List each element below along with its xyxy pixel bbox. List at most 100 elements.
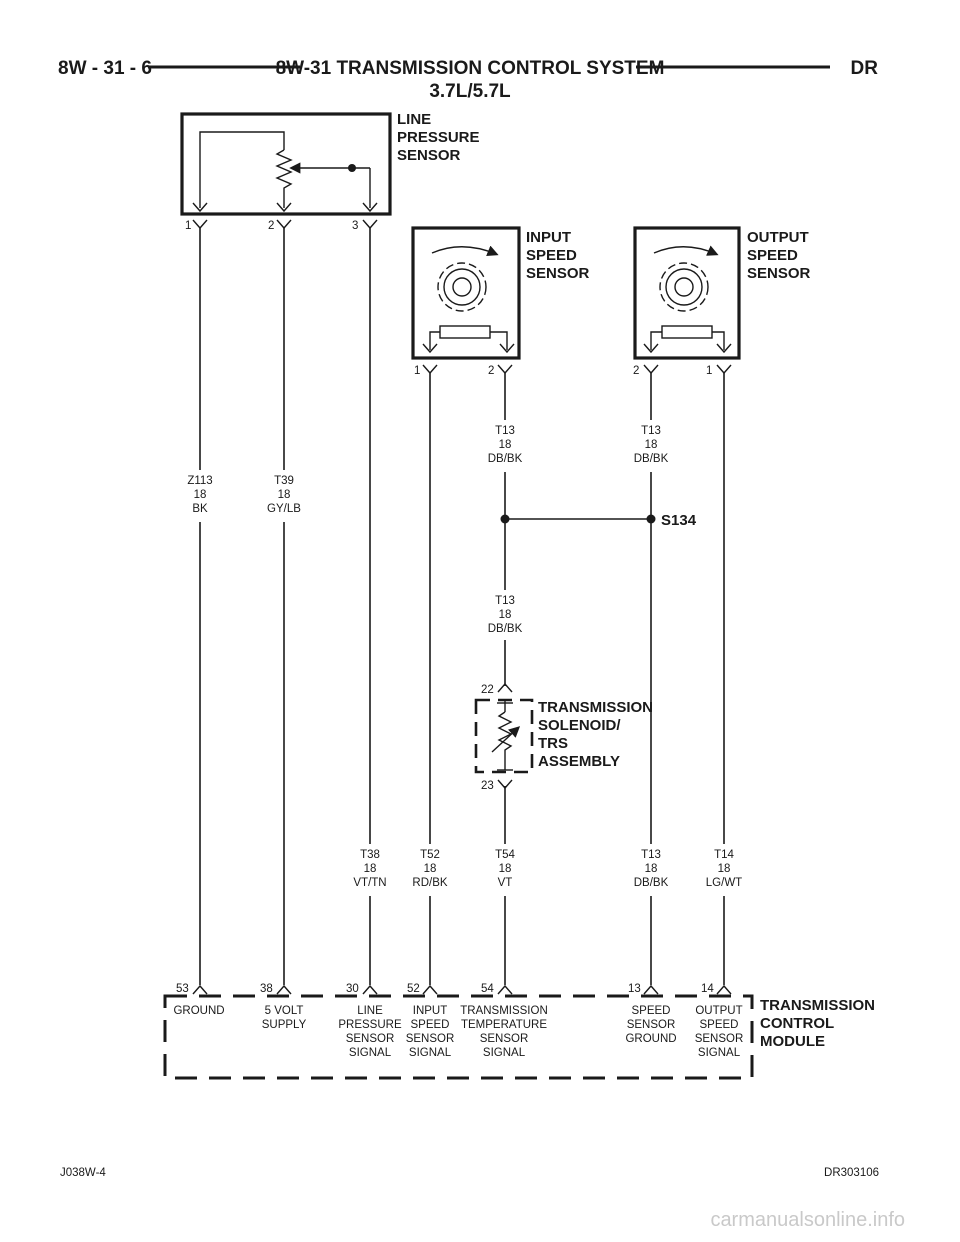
wire-t38-color: VT/TN (353, 877, 386, 889)
wire-t13-tcm-color: DB/BK (634, 877, 669, 889)
wire-t14-gauge: 18 (718, 863, 731, 875)
tcm-pin-30: 30 (346, 983, 359, 995)
wire-t39-circuit: T39 (274, 475, 294, 487)
tcm-desc-30-3: SENSOR (346, 1033, 395, 1045)
model-code: DR (851, 58, 879, 79)
tcm-desc-13-3: GROUND (625, 1033, 676, 1045)
splice-label: S134 (661, 512, 697, 529)
oss-pin-1: 1 (706, 365, 712, 377)
tcm-desc-54-2: TEMPERATURE (461, 1019, 547, 1031)
solenoid-label-4: ASSEMBLY (538, 753, 620, 770)
wire-t13-tcm-gauge: 18 (645, 863, 658, 875)
tcm-desc-30-1: LINE (357, 1005, 383, 1017)
wire-z113-color: BK (192, 503, 208, 515)
line-pressure-sensor-label-1: LINE (397, 111, 431, 128)
footer-right-code: DR303106 (824, 1167, 879, 1179)
engine-subtitle: 3.7L/5.7L (429, 81, 511, 102)
input-speed-sensor-label-3: SENSOR (526, 265, 590, 282)
tcm-desc-54-4: SIGNAL (483, 1047, 526, 1059)
tcm-desc-54-1: TRANSMISSION (460, 1005, 548, 1017)
tcm-pin-53: 53 (176, 983, 189, 995)
tcm-pin-54: 54 (481, 983, 494, 995)
wire-t52-gauge: 18 (424, 863, 437, 875)
tcm-pin-14: 14 (701, 983, 714, 995)
tcm-desc-14-2: SPEED (700, 1019, 739, 1031)
gear-icon (437, 262, 487, 312)
wire-t13-splice-gauge: 18 (499, 609, 512, 621)
tcm-desc-52-4: SIGNAL (409, 1047, 452, 1059)
wire-z113-gauge: 18 (194, 489, 207, 501)
line-pressure-sensor-box (180, 112, 392, 216)
output-speed-sensor-box (633, 226, 741, 360)
iss-pin-2: 2 (488, 365, 494, 377)
wire-t14-circuit: T14 (714, 849, 734, 861)
tcm-label-2: CONTROL (760, 1015, 834, 1032)
output-speed-sensor-label-2: SPEED (747, 247, 798, 264)
wire-t54-circuit: T54 (495, 849, 515, 861)
page-title: 8W-31 TRANSMISSION CONTROL SYSTEM (276, 58, 665, 79)
watermark: carmanualsonline.info (710, 1209, 905, 1231)
wire-z113-circuit: Z113 (187, 475, 212, 487)
wire-t39-gauge: 18 (278, 489, 291, 501)
wire-labels: Z113 18 BK T39 18 GY/LB T13 18 DB/BK T13… (187, 425, 742, 889)
tcm-desc-52-1: INPUT (413, 1005, 448, 1017)
tcm: TRANSMISSION CONTROL MODULE 53 38 30 52 … (163, 983, 875, 1080)
wire-t52-circuit: T52 (420, 849, 440, 861)
wire-t38-circuit: T38 (360, 849, 380, 861)
tcm-pin-52: 52 (407, 983, 420, 995)
input-speed-sensor: INPUT SPEED SENSOR 1 2 (411, 226, 590, 377)
tcm-label-1: TRANSMISSION (760, 997, 875, 1014)
wire-t13-splice-circuit: T13 (495, 595, 515, 607)
gear-icon (659, 262, 709, 312)
wire-t14-color: LG/WT (706, 877, 742, 889)
solenoid-pin-23: 23 (481, 780, 494, 792)
tcm-desc-13-2: SENSOR (627, 1019, 676, 1031)
input-speed-sensor-label-2: SPEED (526, 247, 577, 264)
lps-pin-1: 1 (185, 220, 191, 232)
wire-t52-color: RD/BK (412, 877, 447, 889)
tcm-pin-13: 13 (628, 983, 641, 995)
oss-pin-2: 2 (633, 365, 639, 377)
tcm-desc-30-4: SIGNAL (349, 1047, 392, 1059)
wire-t54-gauge: 18 (499, 863, 512, 875)
wire-t38-gauge: 18 (364, 863, 377, 875)
wire-t13-output-gauge: 18 (645, 439, 658, 451)
tcm-desc-38-1: 5 VOLT (265, 1005, 304, 1017)
tcm-desc-53-1: GROUND (173, 1005, 224, 1017)
tcm-label-3: MODULE (760, 1033, 825, 1050)
wire-t13-input-circuit: T13 (495, 425, 515, 437)
tcm-desc-54-3: SENSOR (480, 1033, 529, 1045)
tcm-desc-52-2: SPEED (411, 1019, 450, 1031)
wire-t13-output-circuit: T13 (641, 425, 661, 437)
footer-left-code: J038W-4 (60, 1167, 106, 1179)
tcm-desc-14-3: SENSOR (695, 1033, 744, 1045)
solenoid-label-3: TRS (538, 735, 568, 752)
page-header: 8W - 31 - 6 8W-31 TRANSMISSION CONTROL S… (58, 58, 878, 102)
line-pressure-sensor-label-3: SENSOR (397, 147, 461, 164)
tcm-desc-14-4: SIGNAL (698, 1047, 741, 1059)
tcm-desc-38-2: SUPPLY (262, 1019, 307, 1031)
tcm-box (163, 994, 754, 1080)
wires (199, 228, 725, 985)
wire-t13-tcm-circuit: T13 (641, 849, 661, 861)
solenoid-assembly: 22 23 TRANSMISSION SOLENOID/ TRS ASSEMBL… (474, 682, 653, 792)
wire-t13-input-color: DB/BK (488, 453, 523, 465)
page-code: 8W - 31 - 6 (58, 58, 152, 79)
lps-pin-2: 2 (268, 220, 274, 232)
tcm-pin-38: 38 (260, 983, 273, 995)
wire-t54-color: VT (498, 877, 513, 889)
tcm-desc-13-1: SPEED (632, 1005, 671, 1017)
tcm-desc-14-1: OUTPUT (695, 1005, 742, 1017)
solenoid-label-1: TRANSMISSION (538, 699, 653, 716)
output-speed-sensor: OUTPUT SPEED SENSOR 2 1 (633, 226, 811, 377)
lps-pin-3: 3 (352, 220, 358, 232)
line-pressure-sensor: LINE PRESSURE SENSOR 1 2 3 (180, 111, 480, 232)
wire-t13-splice-color: DB/BK (488, 623, 523, 635)
output-speed-sensor-label-3: SENSOR (747, 265, 811, 282)
input-speed-sensor-box (411, 226, 521, 360)
line-pressure-sensor-label-2: PRESSURE (397, 129, 480, 146)
tcm-desc-52-3: SENSOR (406, 1033, 455, 1045)
output-speed-sensor-label-1: OUTPUT (747, 229, 809, 246)
tcm-desc-30-2: PRESSURE (338, 1019, 402, 1031)
